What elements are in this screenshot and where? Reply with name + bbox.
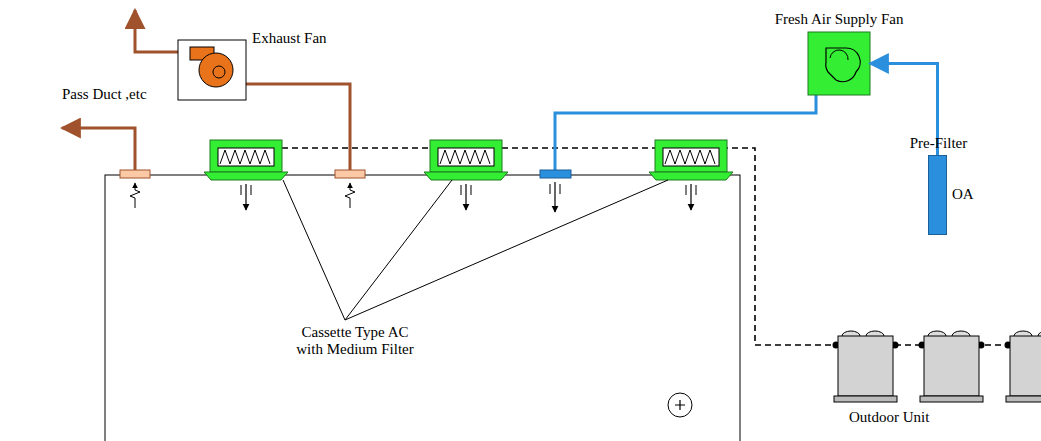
pass-duct [62,128,135,170]
leader-line [283,180,668,320]
supply-fan-symbol [808,32,870,95]
node-heading: Fresh Air Supply Fan [775,11,904,28]
pre-filter: Pre-Filter [928,155,947,235]
supply-grille [540,170,571,212]
room-outline [105,175,740,441]
exhaust-fan: Exhaust Fan [178,40,246,100]
node-heading: Exhaust Fan [252,30,327,47]
cassette-label: Cassette Type AC with Medium Filter [290,324,420,359]
node-heading: Pre-Filter [910,135,968,152]
duct-label: Pass Duct ,etc [62,86,147,103]
supply-fan: Fresh Air Supply Fan [808,32,870,95]
refrigerant-line [282,148,1041,345]
exhaust-grille [120,170,365,208]
cassette-ac [204,140,733,210]
intake-label: OA [952,186,974,203]
exhaust-fan-symbol [178,40,246,100]
supply-duct [555,95,816,170]
outdoor-unit-label: Outdoor Unit [849,409,929,426]
outdoor-unit [834,331,1041,402]
pressure-symbol [668,393,692,417]
